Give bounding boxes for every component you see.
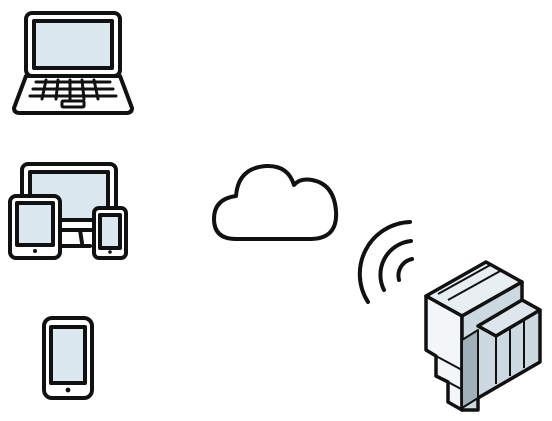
wifi-signal-icon (357, 220, 414, 304)
smartphone-icon (42, 316, 94, 400)
multi-device-icon (8, 162, 128, 260)
din-rail-module-icon (424, 260, 542, 412)
cloud-icon (212, 163, 339, 241)
laptop-icon (12, 11, 134, 115)
